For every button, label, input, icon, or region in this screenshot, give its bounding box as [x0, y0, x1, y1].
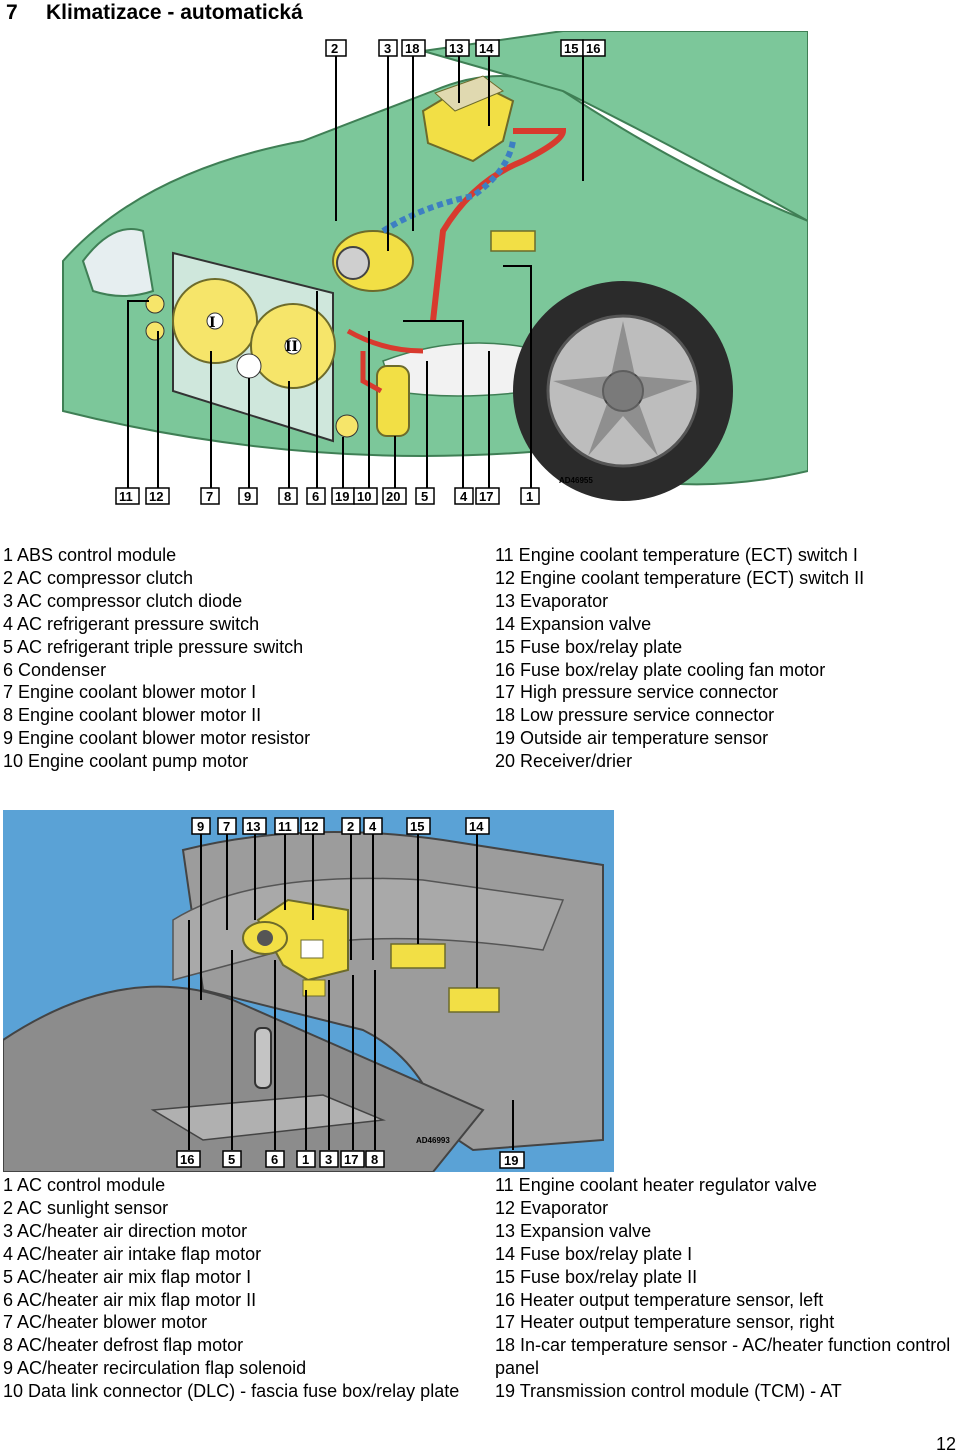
legend-item: 9 Engine coolant blower motor resistor [3, 728, 311, 749]
callout-label: 5 [421, 489, 428, 504]
section-number: 7 [6, 1, 18, 24]
callout-label: 5 [228, 1152, 235, 1167]
callout-label: 6 [312, 489, 319, 504]
callout-label: 15 [410, 819, 424, 834]
legend-item: 12 Evaporator [495, 1197, 609, 1218]
legend-item: 10 Data link connector (DLC) - fascia fu… [3, 1381, 460, 1402]
legend1-right-column: 11 Engine coolant temperature (ECT) swit… [495, 544, 955, 773]
callout-label: 13 [246, 819, 260, 834]
callout-label: 12 [149, 489, 163, 504]
legend-item: 6 Condenser [3, 659, 107, 680]
legend-item: 16 Fuse box/relay plate cooling fan moto… [495, 659, 826, 680]
callout-label: 7 [206, 489, 213, 504]
legend-item: 7 Engine coolant blower motor I [3, 682, 257, 703]
legend-item: 5 AC refrigerant triple pressure switch [3, 636, 304, 657]
callout-label: 1 [302, 1152, 309, 1167]
callout-label: 18 [405, 41, 419, 56]
legend-item: 19 Transmission control module (TCM) - A… [495, 1381, 842, 1402]
engine-ac-diagram: I II [3, 31, 808, 511]
callout-label: 7 [223, 819, 230, 834]
legend-item: 6 AC/heater air mix flap motor II [3, 1289, 257, 1310]
legend-item: 4 AC/heater air intake flap motor [3, 1243, 262, 1264]
legend-item: 12 Engine coolant temperature (ECT) swit… [495, 567, 865, 588]
callout-label: 19 [335, 489, 349, 504]
callout-label: 4 [460, 489, 468, 504]
callout-label: 14 [469, 819, 484, 834]
callout-label: 4 [369, 819, 377, 834]
legend-item: 19 Outside air temperature sensor [495, 728, 769, 749]
legend-item: 1 ABS control module [3, 545, 177, 565]
callout-label: 16 [180, 1152, 194, 1167]
legend-item: 2 AC sunlight sensor [3, 1197, 169, 1218]
callout-label: 8 [371, 1152, 378, 1167]
legend2-left-column: 1 AC control module 2 AC sunlight sensor… [3, 1174, 473, 1403]
interior-ac-diagram: 9 7 13 11 12 2 4 15 14 16 5 6 1 3 17 8 A… [3, 810, 614, 1172]
callouts-bottom-group: 11 12 7 9 8 6 19 10 20 5 4 17 1 [115, 487, 540, 505]
legend-item: 4 AC refrigerant pressure switch [3, 613, 260, 634]
callout-label: 9 [244, 489, 251, 504]
callout-label: 10 [357, 489, 371, 504]
legend-item: 18 In-car temperature sensor - AC/heater… [495, 1335, 951, 1379]
legend-item: 20 Receiver/drier [495, 751, 633, 772]
legend-item: 18 Low pressure service connector [495, 705, 775, 726]
svg-text:II: II [285, 339, 298, 355]
legend-item: 5 AC/heater air mix flap motor I [3, 1266, 252, 1287]
legend-item: 10 Engine coolant pump motor [3, 751, 249, 772]
callout-label: 8 [284, 489, 291, 504]
callouts2-bottom-group: 16 5 6 1 3 17 8 [176, 1150, 385, 1168]
section-heading: 7 Klimatizace - automatická [6, 0, 303, 26]
callout-label: 17 [344, 1152, 358, 1167]
callout-label: 20 [386, 489, 400, 504]
callout-label: 9 [197, 819, 204, 834]
legend1-left-column: 1 ABS control module 2 AC compressor clu… [3, 544, 473, 773]
legend2-right-column: 11 Engine coolant heater regulator valve… [495, 1174, 955, 1403]
svg-text:I: I [209, 315, 216, 331]
callout-label: 11 [278, 819, 292, 834]
legend-item: 17 High pressure service connector [495, 682, 779, 703]
legend-item: 11 Engine coolant temperature (ECT) swit… [495, 545, 858, 565]
legend-item: 9 AC/heater recirculation flap solenoid [3, 1358, 307, 1379]
legend-item: 14 Expansion valve [495, 613, 652, 634]
legend-item: 15 Fuse box/relay plate II [495, 1266, 698, 1287]
legend-item: 11 Engine coolant heater regulator valve [495, 1175, 817, 1195]
legend-item: 13 Evaporator [495, 590, 609, 611]
callout-label: 12 [304, 819, 318, 834]
callout-label: 11 [119, 489, 133, 504]
legend-item: 14 Fuse box/relay plate I [495, 1243, 693, 1264]
callout-label: 19 [504, 1153, 518, 1168]
callout-label: 3 [325, 1152, 332, 1167]
figure-code: AD46955 [559, 476, 593, 485]
legend-item: 3 AC/heater air direction motor [3, 1220, 248, 1241]
callout-label: 2 [331, 41, 338, 56]
legend-item: 13 Expansion valve [495, 1220, 652, 1241]
callout-label: 2 [347, 819, 354, 834]
legend-item: 17 Heater output temperature sensor, rig… [495, 1312, 835, 1333]
section-title: Klimatizace - automatická [46, 1, 303, 24]
legend-item: 3 AC compressor clutch diode [3, 590, 243, 611]
legend-item: 15 Fuse box/relay plate [495, 636, 683, 657]
callout-label: 16 [586, 41, 600, 56]
legend-item: 16 Heater output temperature sensor, lef… [495, 1289, 824, 1310]
callout-label: 17 [479, 489, 493, 504]
callout-label: 3 [384, 41, 391, 56]
callout-label: 13 [449, 41, 463, 56]
callout-19: 19 [499, 1151, 525, 1169]
legend-item: 2 AC compressor clutch [3, 567, 194, 588]
legend-item: 8 Engine coolant blower motor II [3, 705, 262, 726]
callout-label: 1 [526, 489, 533, 504]
page-number: 12 [935, 1434, 956, 1454]
callout-label: 15 [564, 41, 578, 56]
callouts2-top-group: 9 7 13 11 12 2 4 15 14 [191, 817, 490, 835]
legend-item: 1 AC control module [3, 1175, 166, 1195]
callout-label: 14 [479, 41, 494, 56]
figure-code: AD46993 [416, 1136, 450, 1145]
legend-item: 7 AC/heater blower motor [3, 1312, 208, 1333]
callouts-top-group: 2 3 18 13 14 15 16 [325, 39, 606, 57]
callout-label: 6 [271, 1152, 278, 1167]
legend-item: 8 AC/heater defrost flap motor [3, 1335, 244, 1356]
